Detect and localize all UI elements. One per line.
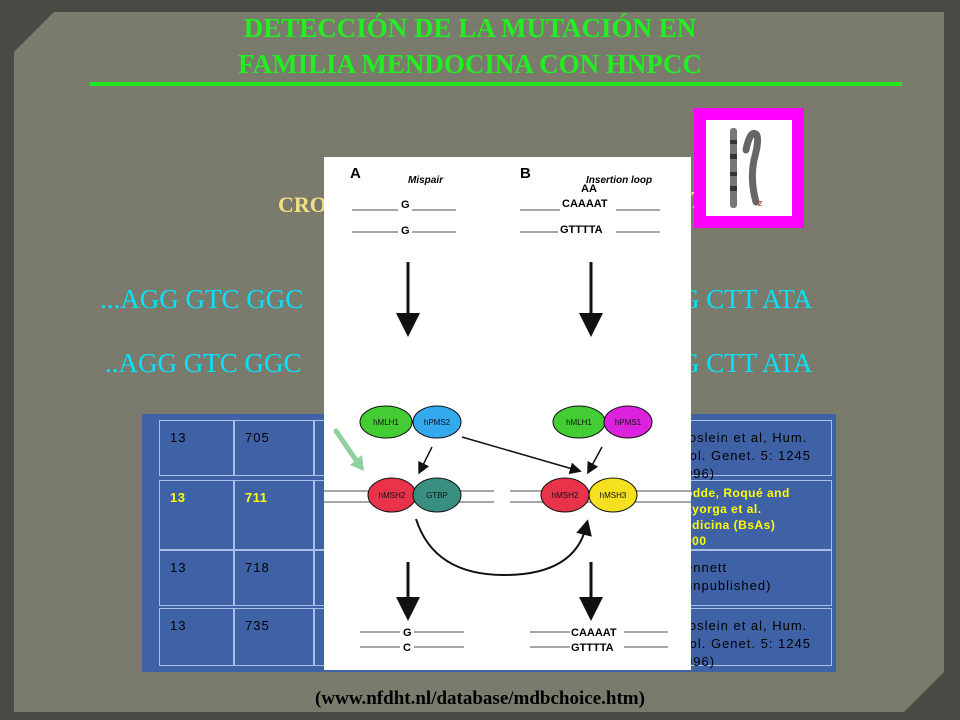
table-cell-reference: odde, Roqué and ayorga et al. edicina (B… [674, 480, 832, 550]
chromosome-icon [730, 128, 762, 208]
svg-text:AA: AA [581, 183, 597, 195]
sequence-1-left: ...AGG GTC GGC [100, 284, 304, 314]
title-line-2: FAMILIA MENDOCINA CON HNPCC [238, 49, 702, 79]
hpms2-label: hPMS2 [424, 418, 451, 427]
svg-text:CAAAAT: CAAAAT [562, 198, 608, 210]
mispair-dna-top: G G [352, 199, 456, 237]
green-pointer-arrow-icon [333, 428, 364, 471]
hmsh2-a-label: hMSH2 [379, 491, 406, 500]
gtbp-label: GTBP [426, 491, 448, 500]
insertion-loop-dna-top: AA CAAAAT GTTTTA [520, 183, 660, 236]
hmsh2-b-label: hMSH2 [552, 491, 579, 500]
chromosome-label: CRO [278, 192, 327, 217]
table-cell-exon: 13 [159, 420, 234, 476]
table-cell-exon: 13 [159, 550, 234, 606]
hmsh3-label: hMSH3 [600, 491, 627, 500]
karyotype-label: z [758, 198, 763, 208]
svg-text:G: G [403, 627, 412, 639]
table-cell-codon: 705 [234, 420, 314, 476]
table-cell-reference: ennett unpublished) [674, 550, 832, 606]
hmlh1-b-label: hMLH1 [566, 418, 592, 427]
mispair-dna-bottom: G C [360, 627, 464, 654]
hmlh1-a-label: hMLH1 [373, 418, 399, 427]
slide-title: DETECCIÓN DE LA MUTACIÓN EN FAMILIA MEND… [100, 10, 840, 82]
svg-text:G: G [401, 225, 410, 237]
table-cell-reference: ioslein et al, Hum. Iol. Genet. 5: 1245 … [674, 608, 832, 669]
panel-a-label: A [350, 165, 361, 182]
table-cell-codon: 735 [234, 608, 314, 666]
sequence-2-right: G CTT ATA [680, 348, 813, 378]
hpms1-label: hPMS1 [615, 418, 642, 427]
table-cell-codon: 711 [234, 480, 314, 550]
mispair-label: Mispair [408, 175, 444, 186]
svg-text:GTTTTA: GTTTTA [571, 642, 614, 654]
mismatch-repair-figure: A B Mispair Insertion loop G G AA CAAAAT… [324, 157, 691, 670]
panel-b-label: B [520, 165, 531, 182]
source-url: (www.nfdht.nl/database/mdbchoice.htm) [315, 688, 645, 709]
insertion-loop-dna-bottom: CAAAAT GTTTTA [530, 627, 668, 654]
svg-text:C: C [403, 642, 411, 654]
sequence-1-right: G CTT ATA [680, 284, 813, 314]
table-cell-codon: 718 [234, 550, 314, 606]
svg-text:G: G [401, 199, 410, 211]
sequence-2-left: ..AGG GTC GGC [105, 348, 302, 378]
table-cell-exon: 13 [159, 608, 234, 666]
table-cell-exon: 13 [159, 480, 234, 550]
title-underline [90, 82, 902, 86]
karyotype-image: z [694, 108, 804, 228]
svg-text:GTTTTA: GTTTTA [560, 224, 603, 236]
svg-text:CAAAAT: CAAAAT [571, 627, 617, 639]
insertion-loop-label: Insertion loop [586, 175, 652, 186]
table-cell-reference: ioslein et al, Hum. Iol. Genet. 5: 1245 … [674, 420, 832, 481]
title-line-1: DETECCIÓN DE LA MUTACIÓN EN [243, 13, 697, 43]
